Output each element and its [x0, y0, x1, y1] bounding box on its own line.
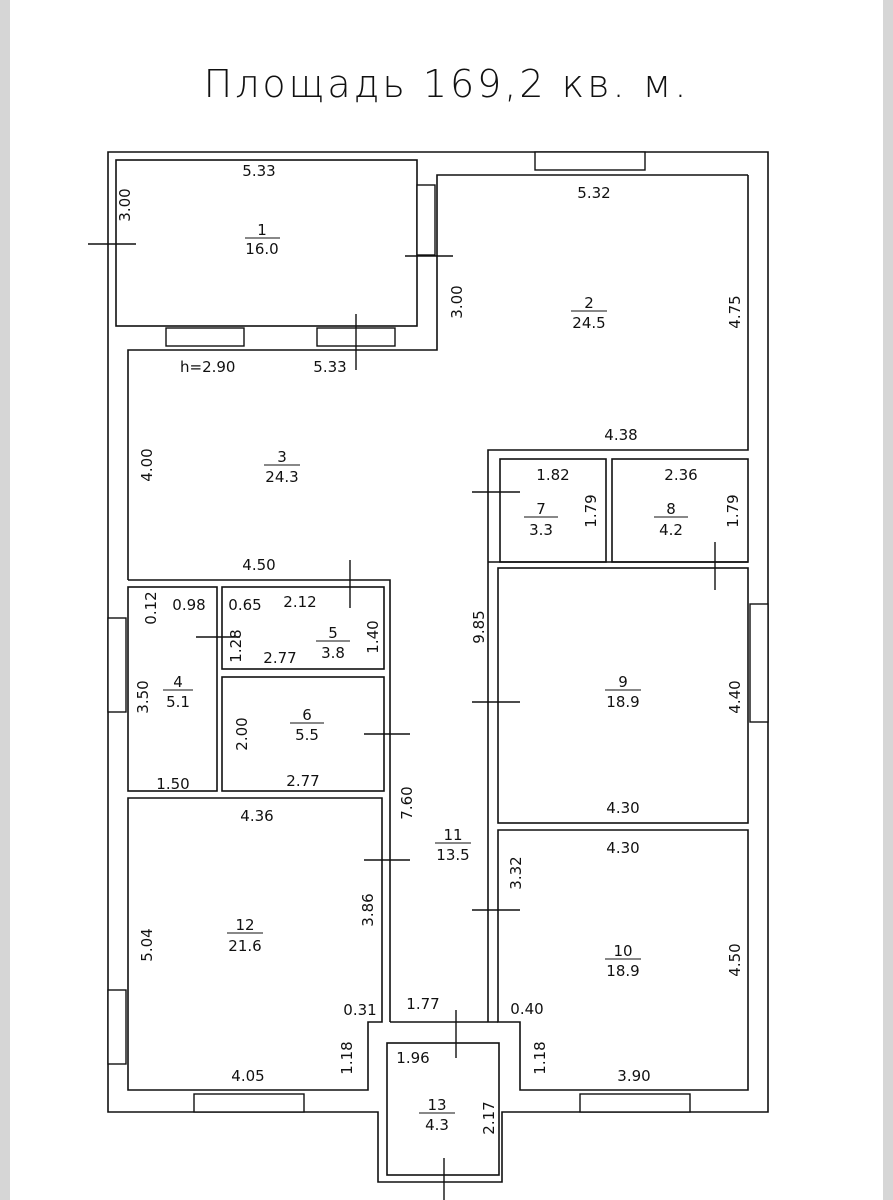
room-number: 12	[235, 916, 254, 934]
dimension: 4.30	[606, 839, 639, 857]
room-area: 16.0	[245, 240, 278, 258]
dimension: 0.98	[172, 596, 205, 614]
dimension: 7.60	[398, 786, 416, 819]
room-number: 6	[302, 706, 312, 724]
dimension: 5.04	[138, 928, 156, 961]
room-labels: 1 16.0 2 24.5 3 24.3 4 5.1 5 3.8 6 5.5	[163, 221, 688, 1134]
room-number: 13	[427, 1096, 446, 1114]
room-number: 7	[536, 500, 546, 518]
dimension: 0.40	[510, 1000, 543, 1018]
room-10-label: 10 18.9	[605, 942, 641, 980]
dimension: 5.33	[313, 358, 346, 376]
dimension: 1.79	[582, 494, 600, 527]
dimension: 2.36	[664, 466, 697, 484]
dimension: 3.32	[507, 856, 525, 889]
dimension: 2.77	[263, 649, 296, 667]
dimension: 4.50	[242, 556, 275, 574]
room-number: 5	[328, 624, 338, 642]
room-area: 18.9	[606, 693, 639, 711]
dimension: 3.00	[448, 285, 466, 318]
room-12-label: 12 21.6	[227, 916, 263, 955]
door-ticks	[88, 243, 716, 1200]
dimension-labels: 5.33 3.00 5.32 3.00 4.75 5.33 4.00 4.3 8 …	[116, 162, 744, 1135]
dimension: 0.31	[343, 1001, 376, 1019]
dimension: 1.40	[364, 620, 382, 653]
dimension: 2.00	[233, 717, 251, 750]
dimension: 3.86	[359, 893, 377, 926]
dimension: 4.40	[726, 680, 744, 713]
room-number: 10	[613, 942, 632, 960]
room-number: 3	[277, 448, 287, 466]
dimension: 4.00	[138, 448, 156, 481]
room-area: 5.1	[166, 693, 190, 711]
dimension: 5.32	[577, 184, 610, 202]
room-number: 2	[584, 294, 594, 312]
dimension: 2.17	[480, 1101, 498, 1134]
dimension: 2.12	[283, 593, 316, 611]
room-4-label: 4 5.1	[163, 673, 193, 711]
room-11-label: 11 13.5	[435, 826, 471, 864]
room-8-label: 8 4.2	[654, 500, 688, 539]
room-9-label: 9 18.9	[605, 673, 641, 711]
walls	[107, 151, 769, 1183]
room-area: 24.5	[572, 314, 605, 332]
dimension: 1.18	[531, 1041, 549, 1074]
room-number: 9	[618, 673, 628, 691]
room-13-label: 13 4.3	[419, 1096, 455, 1134]
room-1-label: 1 16.0	[245, 221, 280, 258]
plan-title: Площадь 169,2 кв. м.	[203, 62, 690, 106]
dimension: 1.79	[724, 494, 742, 527]
dimension: 3.90	[617, 1067, 650, 1085]
left-margin-strip	[0, 0, 10, 1200]
dimension: 5.33	[242, 162, 275, 180]
dimension: 4.50	[726, 943, 744, 976]
room-area: 21.6	[228, 937, 261, 955]
room-area: 3.3	[529, 521, 553, 539]
room-3-label: 3 24.3	[264, 448, 300, 486]
dimension: 2.77	[286, 772, 319, 790]
room-6-label: 6 5.5	[290, 706, 324, 744]
room-5-label: 5 3.8	[316, 624, 350, 662]
dimension: 4.36	[240, 807, 273, 825]
room-area: 4.2	[659, 521, 683, 539]
dimension: 1.18	[338, 1041, 356, 1074]
dimension: 1.96	[396, 1049, 429, 1067]
dimension: 1.77	[406, 995, 439, 1013]
dimension: 4.05	[231, 1067, 264, 1085]
dimension: 3.00	[116, 188, 134, 221]
room-area: 18.9	[606, 962, 639, 980]
room-area: 24.3	[265, 468, 298, 486]
dimension: 4.75	[726, 295, 744, 328]
room-area: 4.3	[425, 1116, 449, 1134]
dimension: 3.50	[134, 680, 152, 713]
dimension: 0.12	[142, 591, 160, 624]
ceiling-height-label: h=2.90	[180, 358, 235, 376]
room-number: 1	[257, 221, 267, 239]
room-number: 11	[443, 826, 462, 844]
room-area: 13.5	[436, 846, 469, 864]
dimension: 1.28	[227, 629, 245, 662]
dimension: 4.38	[604, 426, 637, 444]
room-7-label: 7 3.3	[524, 500, 558, 539]
right-margin-strip	[883, 0, 893, 1200]
dimension: 1.82	[536, 466, 569, 484]
dimension: 9.85	[470, 610, 488, 643]
room-number: 4	[173, 673, 183, 691]
dimension: 1.50	[156, 775, 189, 793]
room-area: 5.5	[295, 726, 319, 744]
room-2-label: 2 24.5	[571, 294, 607, 332]
room-area: 3.8	[321, 644, 345, 662]
windows	[107, 151, 769, 1113]
dimension: 4.30	[606, 799, 639, 817]
dimension: 0.65	[228, 596, 261, 614]
room-number: 8	[666, 500, 676, 518]
